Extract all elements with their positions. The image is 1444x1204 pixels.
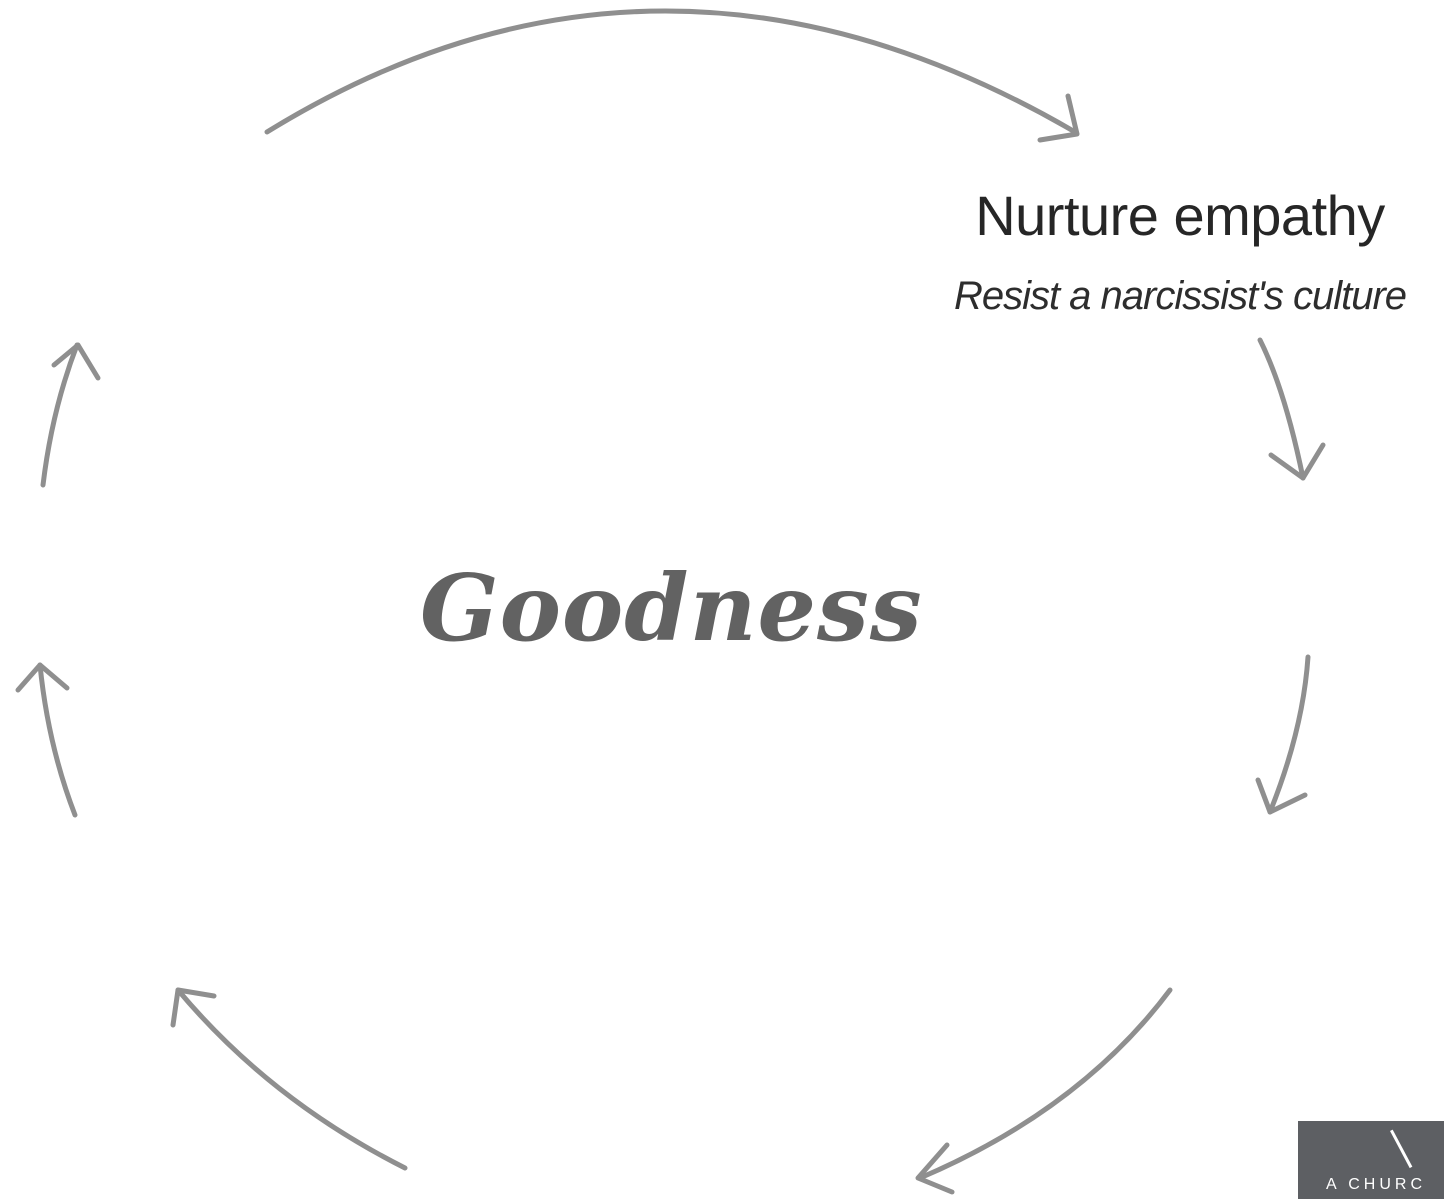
- logo-slash-icon: [1390, 1129, 1413, 1169]
- arrow-bottom-right: [915, 987, 1173, 1195]
- arrow-right-upper: [1257, 337, 1326, 481]
- arrow-top: [264, 8, 1080, 143]
- logo-text: A CHURC: [1326, 1176, 1427, 1193]
- step-title: Nurture empathy: [975, 184, 1385, 247]
- church-logo-badge: A CHURC: [1298, 1121, 1444, 1199]
- step-subtitle: Resist a narcissist's culture: [953, 274, 1407, 318]
- arrow-left-lower: [15, 662, 78, 818]
- arrow-left-upper: [40, 342, 101, 488]
- arrow-right-lower: [1255, 654, 1311, 815]
- center-label: Goodness: [420, 554, 923, 662]
- arrow-bottom-left: [170, 987, 408, 1171]
